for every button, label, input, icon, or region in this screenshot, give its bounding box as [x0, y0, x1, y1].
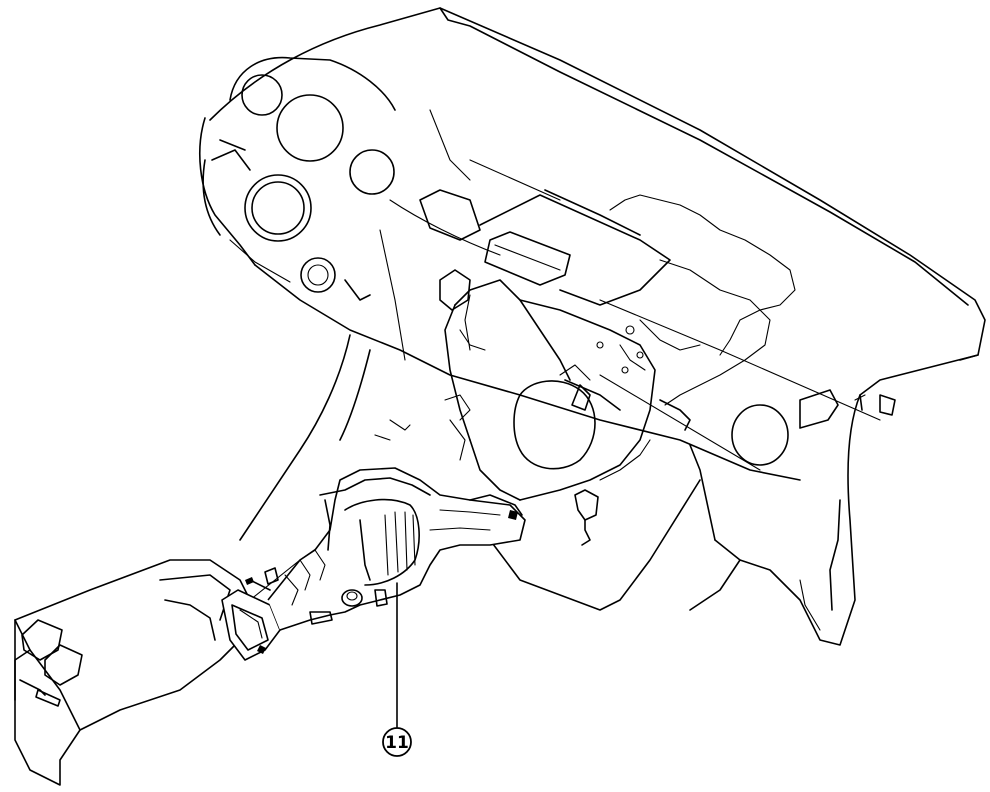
gauge-cluster [202, 56, 396, 301]
heater-unit [439, 194, 796, 546]
center-vent [419, 189, 671, 306]
callout-11-label: 11 [385, 733, 409, 753]
callout-11: 11 [382, 582, 412, 757]
dashboard-panel [199, 7, 986, 646]
rear-heat-duct [221, 467, 526, 661]
floor-tunnel [239, 334, 741, 611]
